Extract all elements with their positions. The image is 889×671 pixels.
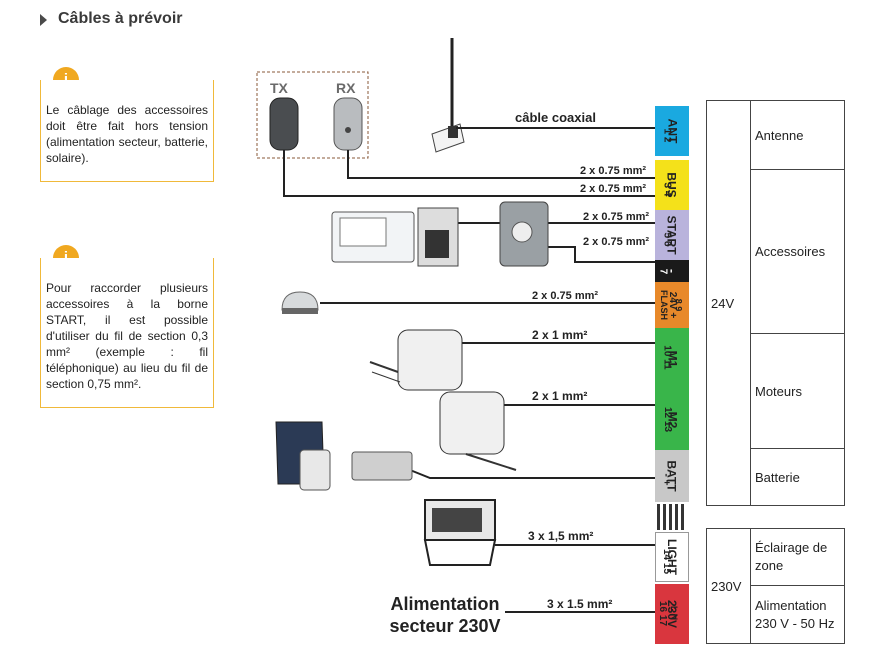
bus-cable-label-1: 2 x 0.75 mm² (580, 165, 647, 177)
row-moteurs: Moteurs (750, 333, 845, 449)
terminal-light-pins: 14 15 (661, 548, 673, 575)
row-antenne: Antenne (750, 100, 845, 170)
terminal-m2: M2 (655, 390, 689, 450)
terminal-230v: 230V (655, 584, 689, 644)
terminal-m2-pins: 12 13 (662, 406, 674, 433)
rx-remote-icon (333, 97, 363, 151)
terminal-m1: M1 (655, 328, 689, 390)
power-cable-label: 3 x 1.5 mm² (547, 597, 613, 611)
motor2-cable-label: 2 x 1 mm² (532, 389, 588, 403)
terminal-ln-label: L N (669, 605, 680, 621)
light-cable-label: 3 x 1,5 mm² (528, 529, 594, 543)
terminal-m1-pins: 10 11 (661, 345, 673, 370)
terminal-start: START (655, 210, 689, 260)
terminal-start-pins: 5 6 (661, 232, 673, 247)
note-2-text: Pour raccorder plusieurs accessoires à l… (46, 281, 208, 391)
flash-cable-label: 2 x 0.75 mm² (532, 290, 599, 302)
row-batterie: Batterie (750, 448, 845, 506)
qr-code-icon (657, 504, 687, 530)
start-cable-label-1: 2 x 0.75 mm² (583, 211, 650, 223)
voltage-230v-label: 230V (711, 578, 742, 594)
terminal-flash-label: FLASH (659, 290, 669, 320)
terminal-bus-pins: 3 4 (661, 182, 673, 197)
rx-label: RX (336, 80, 356, 96)
note-2: Pour raccorder plusieurs accessoires à l… (40, 258, 214, 408)
terminal-minus: - (655, 260, 689, 282)
motor-1-icon (397, 329, 463, 391)
terminal-bus: BUS (655, 160, 689, 210)
bus-cable-label-2: 2 x 0.75 mm² (580, 183, 647, 195)
voltage-24v-cell: 24V (706, 100, 751, 506)
terminal-230v-pins: 16 17 (657, 600, 669, 627)
voltage-24v-label: 24V (711, 295, 735, 311)
coax-cable-label: câble coaxial (515, 110, 596, 125)
row-alimentation: Alimentation 230 V - 50 Hz (750, 585, 845, 644)
terminal-batt: BATT (655, 450, 689, 502)
note-1: Le câblage des accessoires doit être fai… (40, 80, 214, 182)
power-label-line-1: Alimentation (390, 594, 500, 614)
voltage-230v-cell: 230V (706, 528, 751, 644)
section-arrow-icon (40, 14, 47, 26)
terminal-minus-pin: 7 (657, 268, 669, 275)
row-accessoires: Accessoires (750, 169, 845, 334)
start-cable-label-2: 2 x 0.75 mm² (583, 236, 650, 248)
flash-light-icon (281, 291, 319, 311)
motor1-cable-label: 2 x 1 mm² (532, 328, 588, 342)
terminal-ant: ANT (655, 106, 689, 156)
motor-2-icon (439, 391, 505, 455)
power-label-line-2: secteur 230V (389, 616, 501, 636)
terminal-ant-pins: 1 2 (661, 128, 673, 143)
section-title: Câbles à prévoir (58, 10, 183, 27)
remotes-frame (256, 71, 369, 159)
note-1-text: Le câblage des accessoires doit être fai… (46, 103, 208, 165)
terminal-24v-pins: 8 9 (673, 298, 684, 312)
tx-remote-icon (269, 97, 299, 151)
terminal-24v: 24V + (655, 282, 689, 328)
row-eclairage: Éclairage de zone (750, 528, 845, 586)
terminal-light: LIGHT (655, 532, 689, 582)
tx-label: TX (270, 80, 288, 96)
power-supply-label: Alimentation secteur 230V (385, 593, 505, 637)
battery-icon (351, 451, 413, 481)
terminal-batt-pins: - + (660, 473, 672, 486)
